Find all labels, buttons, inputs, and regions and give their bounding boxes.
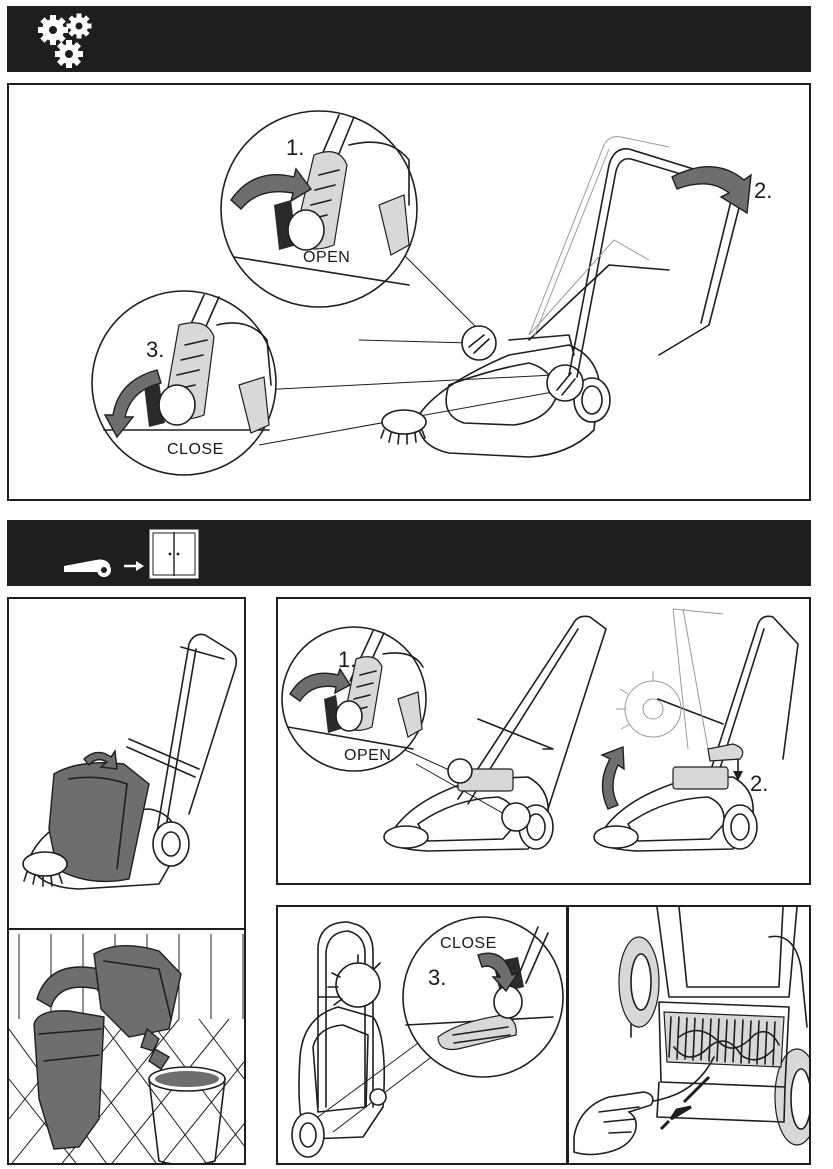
assembly-illustration: [9, 85, 811, 501]
open-label: OPEN: [344, 747, 391, 765]
empty-hopper-illustration: [9, 599, 246, 1165]
close-label: CLOSE: [167, 441, 224, 459]
step-3-number: 3.: [146, 337, 164, 363]
unlock-handle-illustration: [278, 599, 811, 885]
unlock-handle-panel: 1. OPEN 2.: [276, 597, 811, 885]
step-3-number: 3.: [428, 965, 446, 991]
clean-brush-illustration: [569, 907, 811, 1165]
step-2-number: 2.: [754, 178, 772, 204]
step-2-number: 2.: [750, 771, 768, 797]
open-label: OPEN: [303, 249, 350, 267]
assembly-illustration-panel: 1. OPEN 2. 3. CLOSE: [7, 83, 811, 501]
step-1-number: 1.: [286, 135, 304, 161]
gears-icon: [33, 8, 103, 74]
clean-brush-panel: [567, 905, 811, 1165]
sweeper-to-storage-icon: [52, 520, 212, 586]
store-upright-illustration: [278, 907, 568, 1165]
store-upright-panel: CLOSE 3.: [276, 905, 568, 1165]
section-header-storage: [7, 520, 811, 586]
step-1-number: 1.: [338, 647, 356, 673]
close-label: CLOSE: [440, 935, 497, 953]
empty-hopper-panel: [7, 597, 246, 1165]
section-header-assembly: [7, 6, 811, 72]
